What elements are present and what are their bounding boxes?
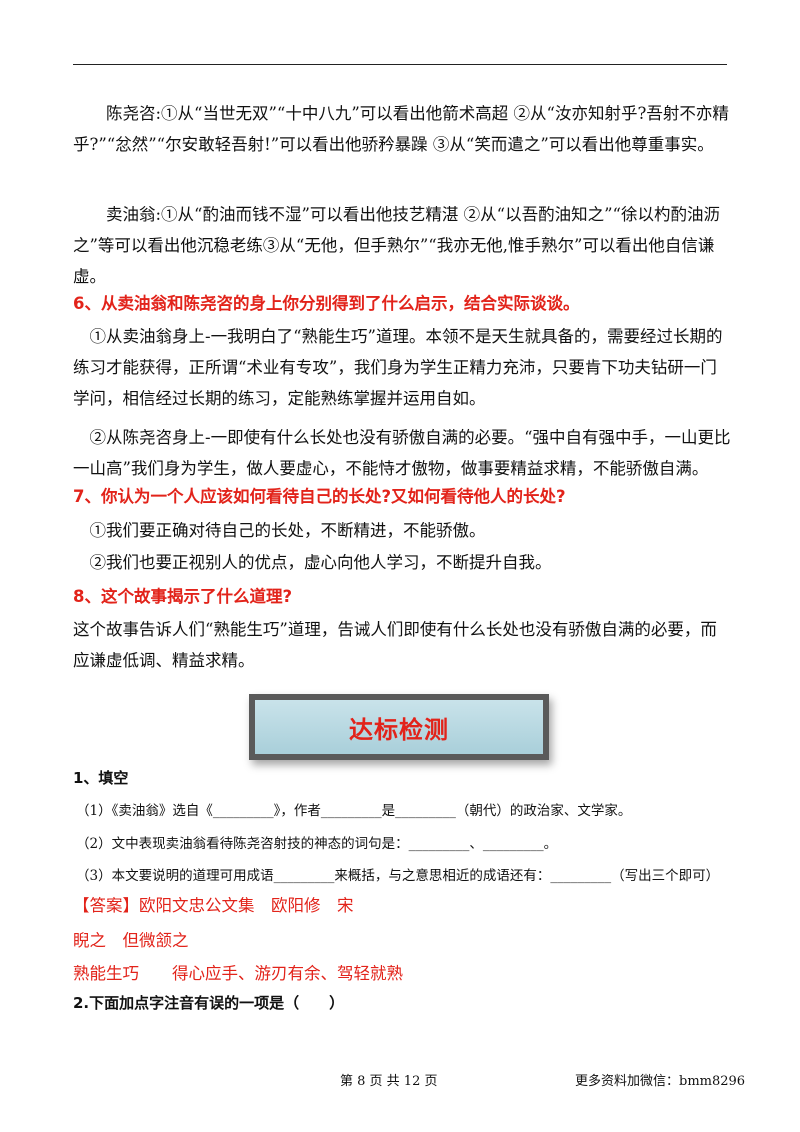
q6-answer-1: ①从卖油翁身上-一我明白了“熟能生巧”道理。本领不是天生就具备的，需要经过长期的…	[73, 327, 723, 408]
section-2-title: 2.下面加点字注音有误的一项是（ ）	[73, 994, 345, 1012]
section-1-title: 1、填空	[73, 769, 129, 787]
question-8: 8、这个故事揭示了什么道理?	[73, 587, 293, 606]
section-banner: 达标检测	[249, 694, 549, 760]
q6-answer-2: ②从陈尧咨身上-一即使有什么长处也没有骄傲自满的必要。“强中自有强中手，一山更比…	[73, 428, 731, 478]
banner-title: 达标检测	[255, 700, 543, 754]
fill-blank-2: （2）文中表现卖油翁看待陈尧咨射技的神态的词句是：_________、_____…	[76, 836, 558, 852]
question-7: 7、你认为一个人应该如何看待自己的长处?又如何看待他人的长处?	[73, 487, 566, 506]
question-6: 6、从卖油翁和陈尧咨的身上你分别得到了什么启示，结合实际谈谈。	[73, 294, 580, 313]
answer-line-2: 睨之 但微颔之	[73, 931, 189, 950]
q7-answer-1: ①我们要正确对待自己的长处，不断精进，不能骄傲。	[89, 521, 486, 540]
page-number: 第 8 页 共 12 页	[340, 1074, 438, 1089]
answer-line-1: 【答案】欧阳文忠公文集 欧阳修 宋	[73, 896, 354, 915]
q7-answer-2: ②我们也要正视别人的优点，虚心向他人学习，不断提升自我。	[89, 553, 552, 572]
header-rule	[73, 64, 727, 65]
footer-wechat: 更多资料加微信：bmm8296	[575, 1074, 746, 1089]
answer-line-3: 熟能生巧 得心应手、游刃有余、驾轻就熟	[73, 964, 403, 983]
chen-paragraph: 陈尧咨:①从“当世无双”“十中八九”可以看出他箭术高超 ②从“汝亦知射乎?吾射不…	[73, 104, 729, 154]
fill-blank-1: （1）《卖油翁》选自《_________》，作者_________是______…	[76, 803, 632, 819]
oil-paragraph: 卖油翁:①从“酌油而钱不湿”可以看出他技艺精湛 ②从“以吾酌油知之”“徐以杓酌油…	[73, 205, 720, 286]
q8-answer: 这个故事告诉人们“熟能生巧”道理，告诫人们即使有什么长处也没有骄傲自满的必要，而…	[73, 620, 717, 670]
fill-blank-3: （3）本文要说明的道理可用成语_________来概括，与之意思相近的成语还有：…	[76, 868, 720, 884]
